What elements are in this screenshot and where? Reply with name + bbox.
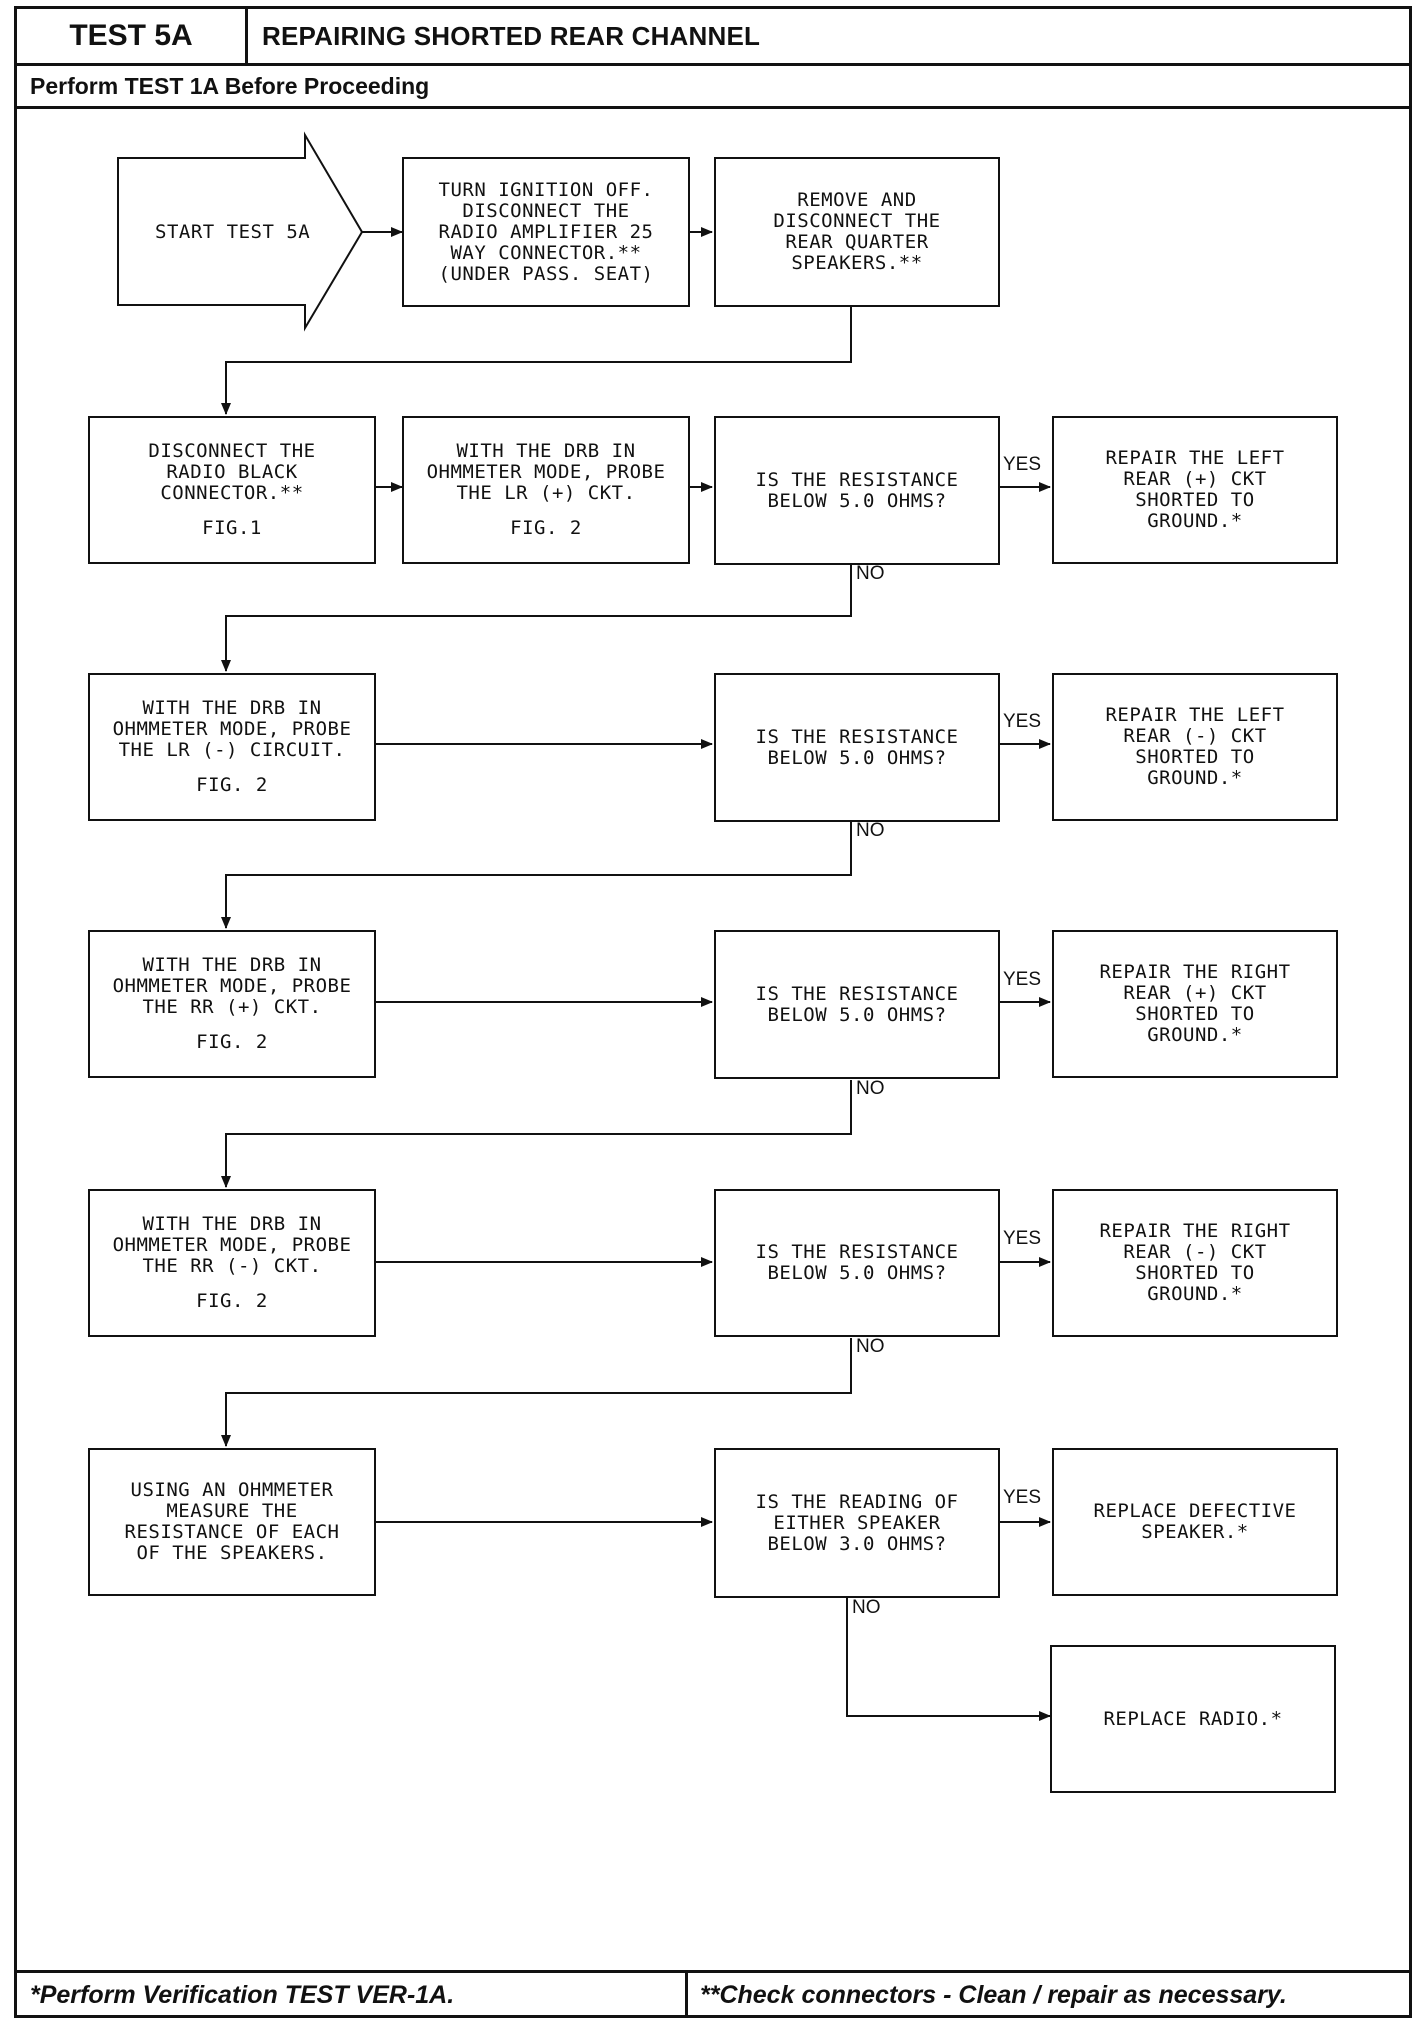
result-repair-lr-minus: REPAIR THE LEFT REAR (-) CKT SHORTED TO … (1052, 673, 1338, 821)
question-text: IS THE RESISTANCE BELOW 5.0 OHMS? (755, 1241, 959, 1284)
header-divider-lower (14, 106, 1412, 109)
step-probe-lr-minus: WITH THE DRB IN OHMMETER MODE, PROBE THE… (88, 673, 376, 821)
question-text: IS THE RESISTANCE BELOW 5.0 OHMS? (755, 725, 959, 769)
no-label: NO (856, 1078, 885, 1099)
decision-resistance-2: IS THE RESISTANCE BELOW 5.0 OHMS? (714, 673, 1000, 822)
figure-reference: FIG. 2 (196, 774, 268, 796)
prerequisite-note: Perform TEST 1A Before Proceeding (30, 72, 430, 99)
result-replace-speaker: REPLACE DEFECTIVE SPEAKER.* (1052, 1448, 1338, 1596)
figure-reference: FIG.1 (202, 517, 262, 539)
question-text: IS THE RESISTANCE BELOW 5.0 OHMS? (755, 468, 959, 512)
footnote-verification: *Perform Verification TEST VER-1A. (30, 1981, 455, 2009)
step-measure-speakers: USING AN OHMMETER MEASURE THE RESISTANCE… (88, 1448, 376, 1596)
result-text: REPLACE RADIO.* (1103, 1707, 1283, 1730)
result-replace-radio: REPLACE RADIO.* (1050, 1645, 1336, 1793)
header-divider (14, 63, 1412, 66)
question-text: IS THE READING OF EITHER SPEAKER BELOW 3… (755, 1490, 959, 1555)
step-text: WITH THE DRB IN OHMMETER MODE, PROBE THE… (112, 1213, 352, 1277)
step-text: DISCONNECT THE RADIO BLACK CONNECTOR.** (148, 440, 316, 504)
start-arrow-shape (117, 131, 364, 332)
step-probe-lr-plus: WITH THE DRB IN OHMMETER MODE, PROBE THE… (402, 416, 690, 564)
result-text: REPLACE DEFECTIVE SPEAKER.* (1093, 1500, 1297, 1543)
page-frame (14, 6, 1412, 2018)
start-label: START TEST 5A (155, 221, 311, 243)
yes-label: YES (1003, 711, 1042, 732)
result-text: REPAIR THE LEFT REAR (-) CKT SHORTED TO … (1105, 704, 1285, 789)
yes-label: YES (1003, 1487, 1042, 1508)
step-text: USING AN OHMMETER MEASURE THE RESISTANCE… (124, 1479, 340, 1564)
figure-reference: FIG. 2 (196, 1031, 268, 1053)
yes-label: YES (1003, 454, 1042, 475)
no-label: NO (852, 1597, 881, 1618)
figure-reference: FIG. 2 (510, 517, 582, 539)
footer-column-divider (685, 1970, 688, 2018)
yes-label: YES (1003, 969, 1042, 990)
result-repair-rr-plus: REPAIR THE RIGHT REAR (+) CKT SHORTED TO… (1052, 930, 1338, 1078)
step-disconnect-radio-black: DISCONNECT THE RADIO BLACK CONNECTOR.** … (88, 416, 376, 564)
decision-resistance-3: IS THE RESISTANCE BELOW 5.0 OHMS? (714, 930, 1000, 1079)
no-label: NO (856, 563, 885, 584)
decision-speaker-reading: IS THE READING OF EITHER SPEAKER BELOW 3… (714, 1448, 1000, 1598)
step-text: WITH THE DRB IN OHMMETER MODE, PROBE THE… (112, 954, 352, 1018)
step-text: WITH THE DRB IN OHMMETER MODE, PROBE THE… (426, 440, 666, 504)
step-remove-speakers: REMOVE AND DISCONNECT THE REAR QUARTER S… (714, 157, 1000, 307)
no-label: NO (856, 1336, 885, 1357)
step-probe-rr-minus: WITH THE DRB IN OHMMETER MODE, PROBE THE… (88, 1189, 376, 1337)
question-text: IS THE RESISTANCE BELOW 5.0 OHMS? (755, 982, 959, 1026)
step-probe-rr-plus: WITH THE DRB IN OHMMETER MODE, PROBE THE… (88, 930, 376, 1078)
result-repair-lr-plus: REPAIR THE LEFT REAR (+) CKT SHORTED TO … (1052, 416, 1338, 564)
step-ignition-off-text: TURN IGNITION OFF. DISCONNECT THE RADIO … (438, 178, 654, 285)
footnote-connectors: **Check connectors - Clean / repair as n… (700, 1981, 1287, 2009)
decision-resistance-4: IS THE RESISTANCE BELOW 5.0 OHMS? (714, 1189, 1000, 1337)
result-text: REPAIR THE LEFT REAR (+) CKT SHORTED TO … (1105, 447, 1285, 532)
decision-resistance-1: IS THE RESISTANCE BELOW 5.0 OHMS? (714, 416, 1000, 565)
yes-label: YES (1003, 1228, 1042, 1249)
no-label: NO (856, 820, 885, 841)
page-title: REPAIRING SHORTED REAR CHANNEL (262, 20, 761, 51)
step-ignition-off: TURN IGNITION OFF. DISCONNECT THE RADIO … (402, 157, 690, 307)
step-text: WITH THE DRB IN OHMMETER MODE, PROBE THE… (112, 697, 352, 761)
figure-reference: FIG. 2 (196, 1290, 268, 1312)
result-repair-rr-minus: REPAIR THE RIGHT REAR (-) CKT SHORTED TO… (1052, 1189, 1338, 1337)
result-text: REPAIR THE RIGHT REAR (+) CKT SHORTED TO… (1099, 961, 1291, 1046)
step-remove-speakers-text: REMOVE AND DISCONNECT THE REAR QUARTER S… (773, 189, 941, 274)
result-text: REPAIR THE RIGHT REAR (-) CKT SHORTED TO… (1099, 1220, 1291, 1305)
footer-divider (14, 1970, 1412, 1973)
